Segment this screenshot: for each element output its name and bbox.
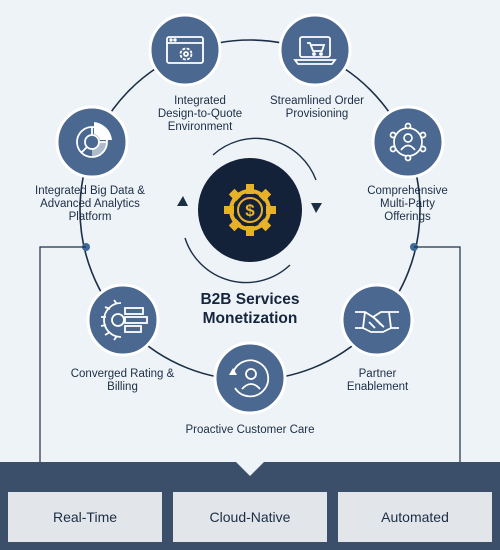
person-refresh-icon [229, 359, 270, 398]
label-order-provisioning: Streamlined Order Provisioning [270, 95, 364, 120]
label-big-data: Integrated Big Data & Advanced Analytics… [35, 185, 145, 223]
label-rating-billing: Converged Rating & Billing [70, 368, 175, 393]
center-hub: $ [198, 158, 302, 262]
tile-cloud-native: Cloud-Native [173, 492, 327, 542]
cycle-arrowhead-right [311, 203, 322, 213]
node-customer-care [213, 341, 287, 415]
node-big-data [55, 105, 129, 179]
handshake-icon [355, 311, 399, 333]
connector-right [410, 243, 465, 471]
node-rating-billing [86, 283, 160, 357]
band-notch [236, 462, 264, 476]
node-order-provisioning [278, 13, 352, 87]
center-title: B2B Services Monetization [200, 291, 300, 327]
analytics-donut-icon [76, 122, 112, 158]
person-network-icon [389, 122, 427, 162]
label-design-to-quote: Integrated Design-to-Quote Environment [157, 95, 243, 133]
gear-bars-icon [100, 299, 148, 341]
browser-gear-icon [166, 36, 204, 64]
connector-left [35, 243, 90, 471]
label-partner-enablement: Partner Enablement [346, 368, 409, 393]
label-multi-party: Comprehensive Multi-Party Offerings [367, 185, 448, 223]
laptop-cart-icon [293, 36, 337, 65]
dollar-gear-icon: $ [224, 184, 276, 236]
tile-automated: Automated [338, 492, 492, 542]
node-partner-enablement [340, 283, 414, 357]
svg-text:$: $ [245, 201, 255, 220]
tile-real-time: Real-Time [8, 492, 162, 542]
label-customer-care: Proactive Customer Care [185, 424, 315, 436]
node-multi-party [371, 105, 445, 179]
node-design-to-quote [148, 13, 222, 87]
cycle-arrows [184, 137, 317, 284]
cycle-arrowhead-left [177, 196, 188, 206]
